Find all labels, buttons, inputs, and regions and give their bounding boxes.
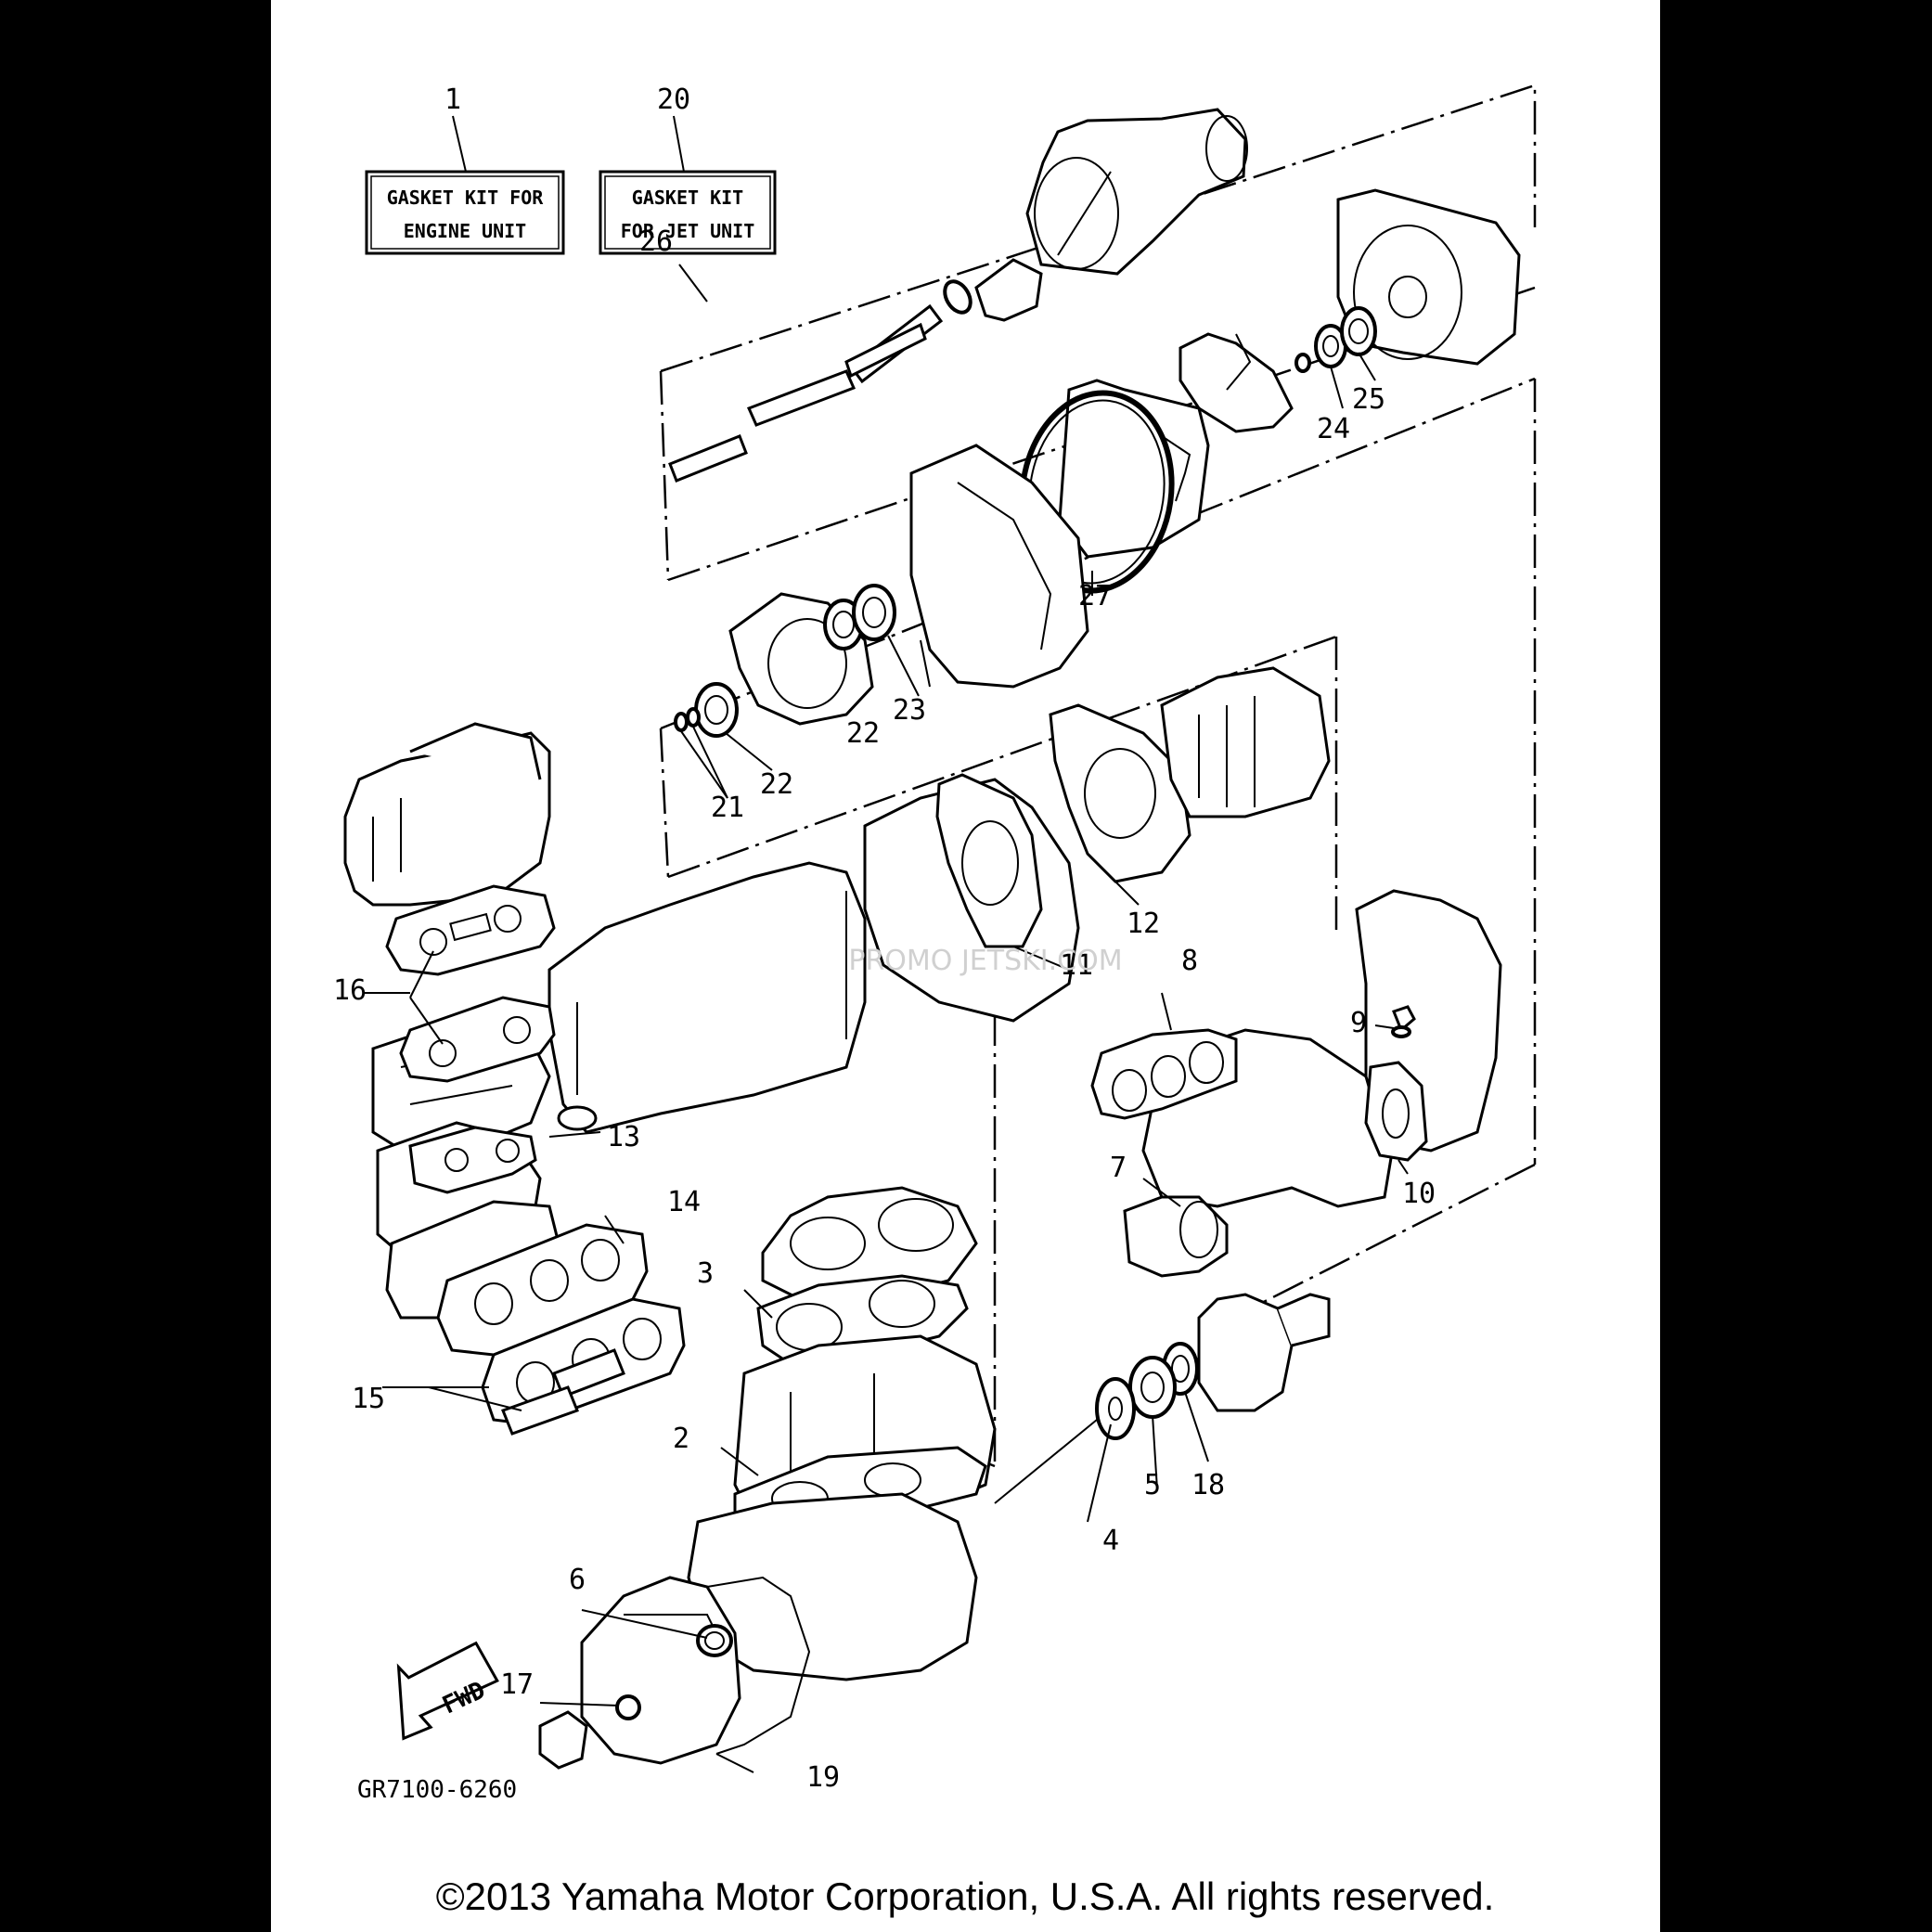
leader-line — [452, 115, 467, 173]
water-box — [547, 861, 867, 1134]
o-rings-21 — [674, 707, 701, 732]
gasket-8 — [1090, 1028, 1238, 1120]
callout-8: 8 — [1181, 945, 1198, 977]
callout-15: 15 — [352, 1383, 385, 1415]
callout-22: 22 — [760, 768, 793, 801]
gasket-16 — [385, 884, 556, 976]
callout-4: 4 — [1102, 1525, 1119, 1557]
kit-line-2: FOR JET UNIT — [621, 220, 755, 242]
callout-13: 13 — [607, 1121, 640, 1153]
jet-group-outline — [659, 370, 670, 581]
damper-4 — [1095, 1377, 1136, 1440]
plug-17 — [615, 1694, 641, 1720]
gasket-18 — [706, 1576, 811, 1755]
jet-group-outline — [660, 84, 1537, 373]
copyright-notice: ©2013 Yamaha Motor Corporation, U.S.A. A… — [436, 1874, 1495, 1918]
gasket-12 — [1049, 703, 1191, 883]
gasket-10 — [1364, 1061, 1428, 1162]
watermark: PROMO JETSKI.COM — [848, 945, 1122, 977]
o-ring-26 — [943, 279, 972, 315]
leader-lines — [364, 264, 1409, 1773]
washer-small — [1294, 353, 1311, 373]
diagram-code: GR7100-6260 — [357, 1776, 517, 1804]
callout-20: 20 — [657, 84, 690, 116]
exhaust-pipe-elbow — [343, 722, 551, 907]
plug-9 — [1391, 1005, 1416, 1038]
callout-5: 5 — [1144, 1469, 1161, 1501]
intermediate-bearing — [974, 258, 1043, 322]
kit-box-inner — [370, 175, 560, 250]
kit-line-1: GASKET KIT FOR — [387, 187, 545, 209]
exhaust-pipe-7 — [1123, 1195, 1229, 1278]
callout-2: 2 — [673, 1423, 689, 1455]
gasket-11 — [935, 773, 1043, 948]
jet-nozzle — [1025, 108, 1248, 276]
callout-numbers: 26 25 24 27 23 22 22 21 12 11 8 9 10 7 1… — [333, 225, 1436, 1794]
callout-22: 22 — [846, 717, 880, 750]
kit-jet-unit[interactable]: 20 GASKET KIT FOR JET UNIT — [599, 84, 777, 255]
callout-1: 1 — [444, 84, 461, 116]
exploded-parts-diagram: 1 GASKET KIT FOR ENGINE UNIT 20 GASKET K… — [333, 84, 1537, 1918]
callout-21: 21 — [711, 792, 744, 824]
callout-10: 10 — [1402, 1178, 1436, 1210]
callout-11: 11 — [1060, 949, 1093, 982]
kit-box-frame — [599, 170, 777, 255]
starter-part — [538, 1710, 588, 1770]
callout-6: 6 — [569, 1564, 586, 1596]
impeller-housing — [1058, 379, 1210, 559]
callout-26: 26 — [639, 225, 673, 258]
kit-box-frame — [365, 170, 565, 255]
kit-line-2: ENGINE UNIT — [404, 220, 526, 242]
fwd-arrow-icon: FWD — [396, 1641, 499, 1741]
callout-3: 3 — [697, 1257, 714, 1290]
oil-seal-23 — [852, 584, 896, 641]
magneto-cover — [580, 1576, 741, 1765]
drive-shaft — [668, 303, 944, 483]
kit-line-1: GASKET KIT — [632, 187, 743, 209]
shaft-line — [994, 1419, 1098, 1504]
cylinder-head — [761, 1186, 978, 1301]
pump-group-outline — [659, 728, 670, 878]
coupling — [1197, 1293, 1331, 1412]
kit-engine-unit[interactable]: 1 GASKET KIT FOR ENGINE UNIT — [365, 84, 565, 255]
callout-23: 23 — [893, 694, 926, 727]
callout-12: 12 — [1127, 908, 1160, 940]
oil-seal-6 — [696, 1624, 733, 1657]
reed-valves — [501, 1348, 625, 1436]
callout-16: 16 — [333, 974, 367, 1007]
callout-19: 18 — [1191, 1469, 1225, 1501]
callout-17: 17 — [500, 1668, 534, 1701]
impeller — [1179, 332, 1294, 433]
callout-25: 25 — [1352, 383, 1385, 416]
kit-box-inner — [604, 175, 771, 250]
collar-5 — [1128, 1356, 1177, 1419]
callout-7: 7 — [1110, 1152, 1127, 1184]
joint-rubber — [1160, 666, 1331, 818]
bearing-25 — [1340, 306, 1377, 356]
callout-24: 24 — [1317, 413, 1350, 445]
diagram-sheet: 1 GASKET KIT FOR ENGINE UNIT 20 GASKET K… — [271, 0, 1660, 1932]
callout-27: 27 — [1078, 580, 1112, 612]
duct — [909, 444, 1089, 689]
callout-18: 19 — [806, 1761, 840, 1794]
leader-line — [673, 115, 685, 173]
drive-group-outline — [1254, 1163, 1536, 1308]
oil-seal-22-lower — [694, 682, 739, 738]
callout-14: 14 — [667, 1186, 701, 1218]
callout-9: 9 — [1350, 1007, 1367, 1039]
gasket-16b — [399, 996, 556, 1083]
gasket-13 — [408, 1126, 537, 1194]
